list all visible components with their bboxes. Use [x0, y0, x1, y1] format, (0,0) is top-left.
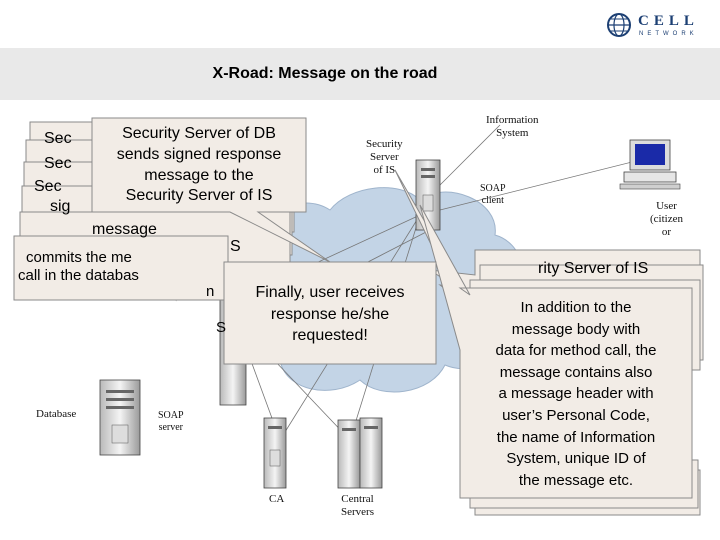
cell-network-logo: CELL NETWORK — [606, 12, 710, 42]
stack-left-text-3: Sec — [34, 178, 62, 195]
soap-server-label: SOAP server — [158, 410, 184, 433]
database-server-icon — [99, 379, 141, 456]
globe-logo-icon — [607, 13, 631, 37]
stack-left-text-1: Sec — [44, 130, 72, 147]
stack-right-text-1: rity Server of IS — [538, 260, 649, 277]
user-computer-icon — [619, 139, 681, 190]
stack-left-text-8: call in the databas — [18, 267, 139, 284]
slide-title: X-Road: Message on the road — [212, 65, 438, 82]
ca-server-icon — [263, 417, 287, 489]
user-label: User (citizen or — [650, 200, 683, 239]
information-system-label: Information System — [486, 114, 539, 140]
stack-left-text-2: Sec — [44, 155, 72, 172]
stack-left-text-10: S — [216, 319, 227, 336]
soap-client-label: SOAP client — [480, 183, 506, 206]
ca-label: CA — [269, 493, 285, 505]
final-callout-shape — [223, 261, 437, 365]
logo-word: CELL — [638, 13, 699, 29]
database-label: Database — [36, 408, 77, 420]
header-info-callout: In addition to the message body with dat… — [495, 299, 657, 489]
header-info-callout-shape — [419, 204, 693, 499]
title-band: X-Road: Message on the road — [0, 48, 720, 100]
central-servers-label: Central Servers — [341, 493, 374, 519]
security-server-is-label: Security Server of IS — [366, 138, 403, 177]
stack-left-text-5: message — [92, 221, 157, 238]
stack-left-text-4: sig — [50, 198, 71, 215]
db-server-callout: Security Server of DB sends signed respo… — [116, 125, 282, 205]
stack-left-text-9: n — [206, 283, 215, 300]
final-callout: Finally, user receives response he/she r… — [255, 284, 405, 345]
central-servers-icon — [337, 417, 383, 489]
stack-left-text-7: commits the me — [26, 249, 132, 266]
db-server-callout-shape — [91, 117, 331, 263]
logo-subtitle: NETWORK — [639, 31, 698, 37]
stack-left-text-6: S — [230, 238, 241, 255]
